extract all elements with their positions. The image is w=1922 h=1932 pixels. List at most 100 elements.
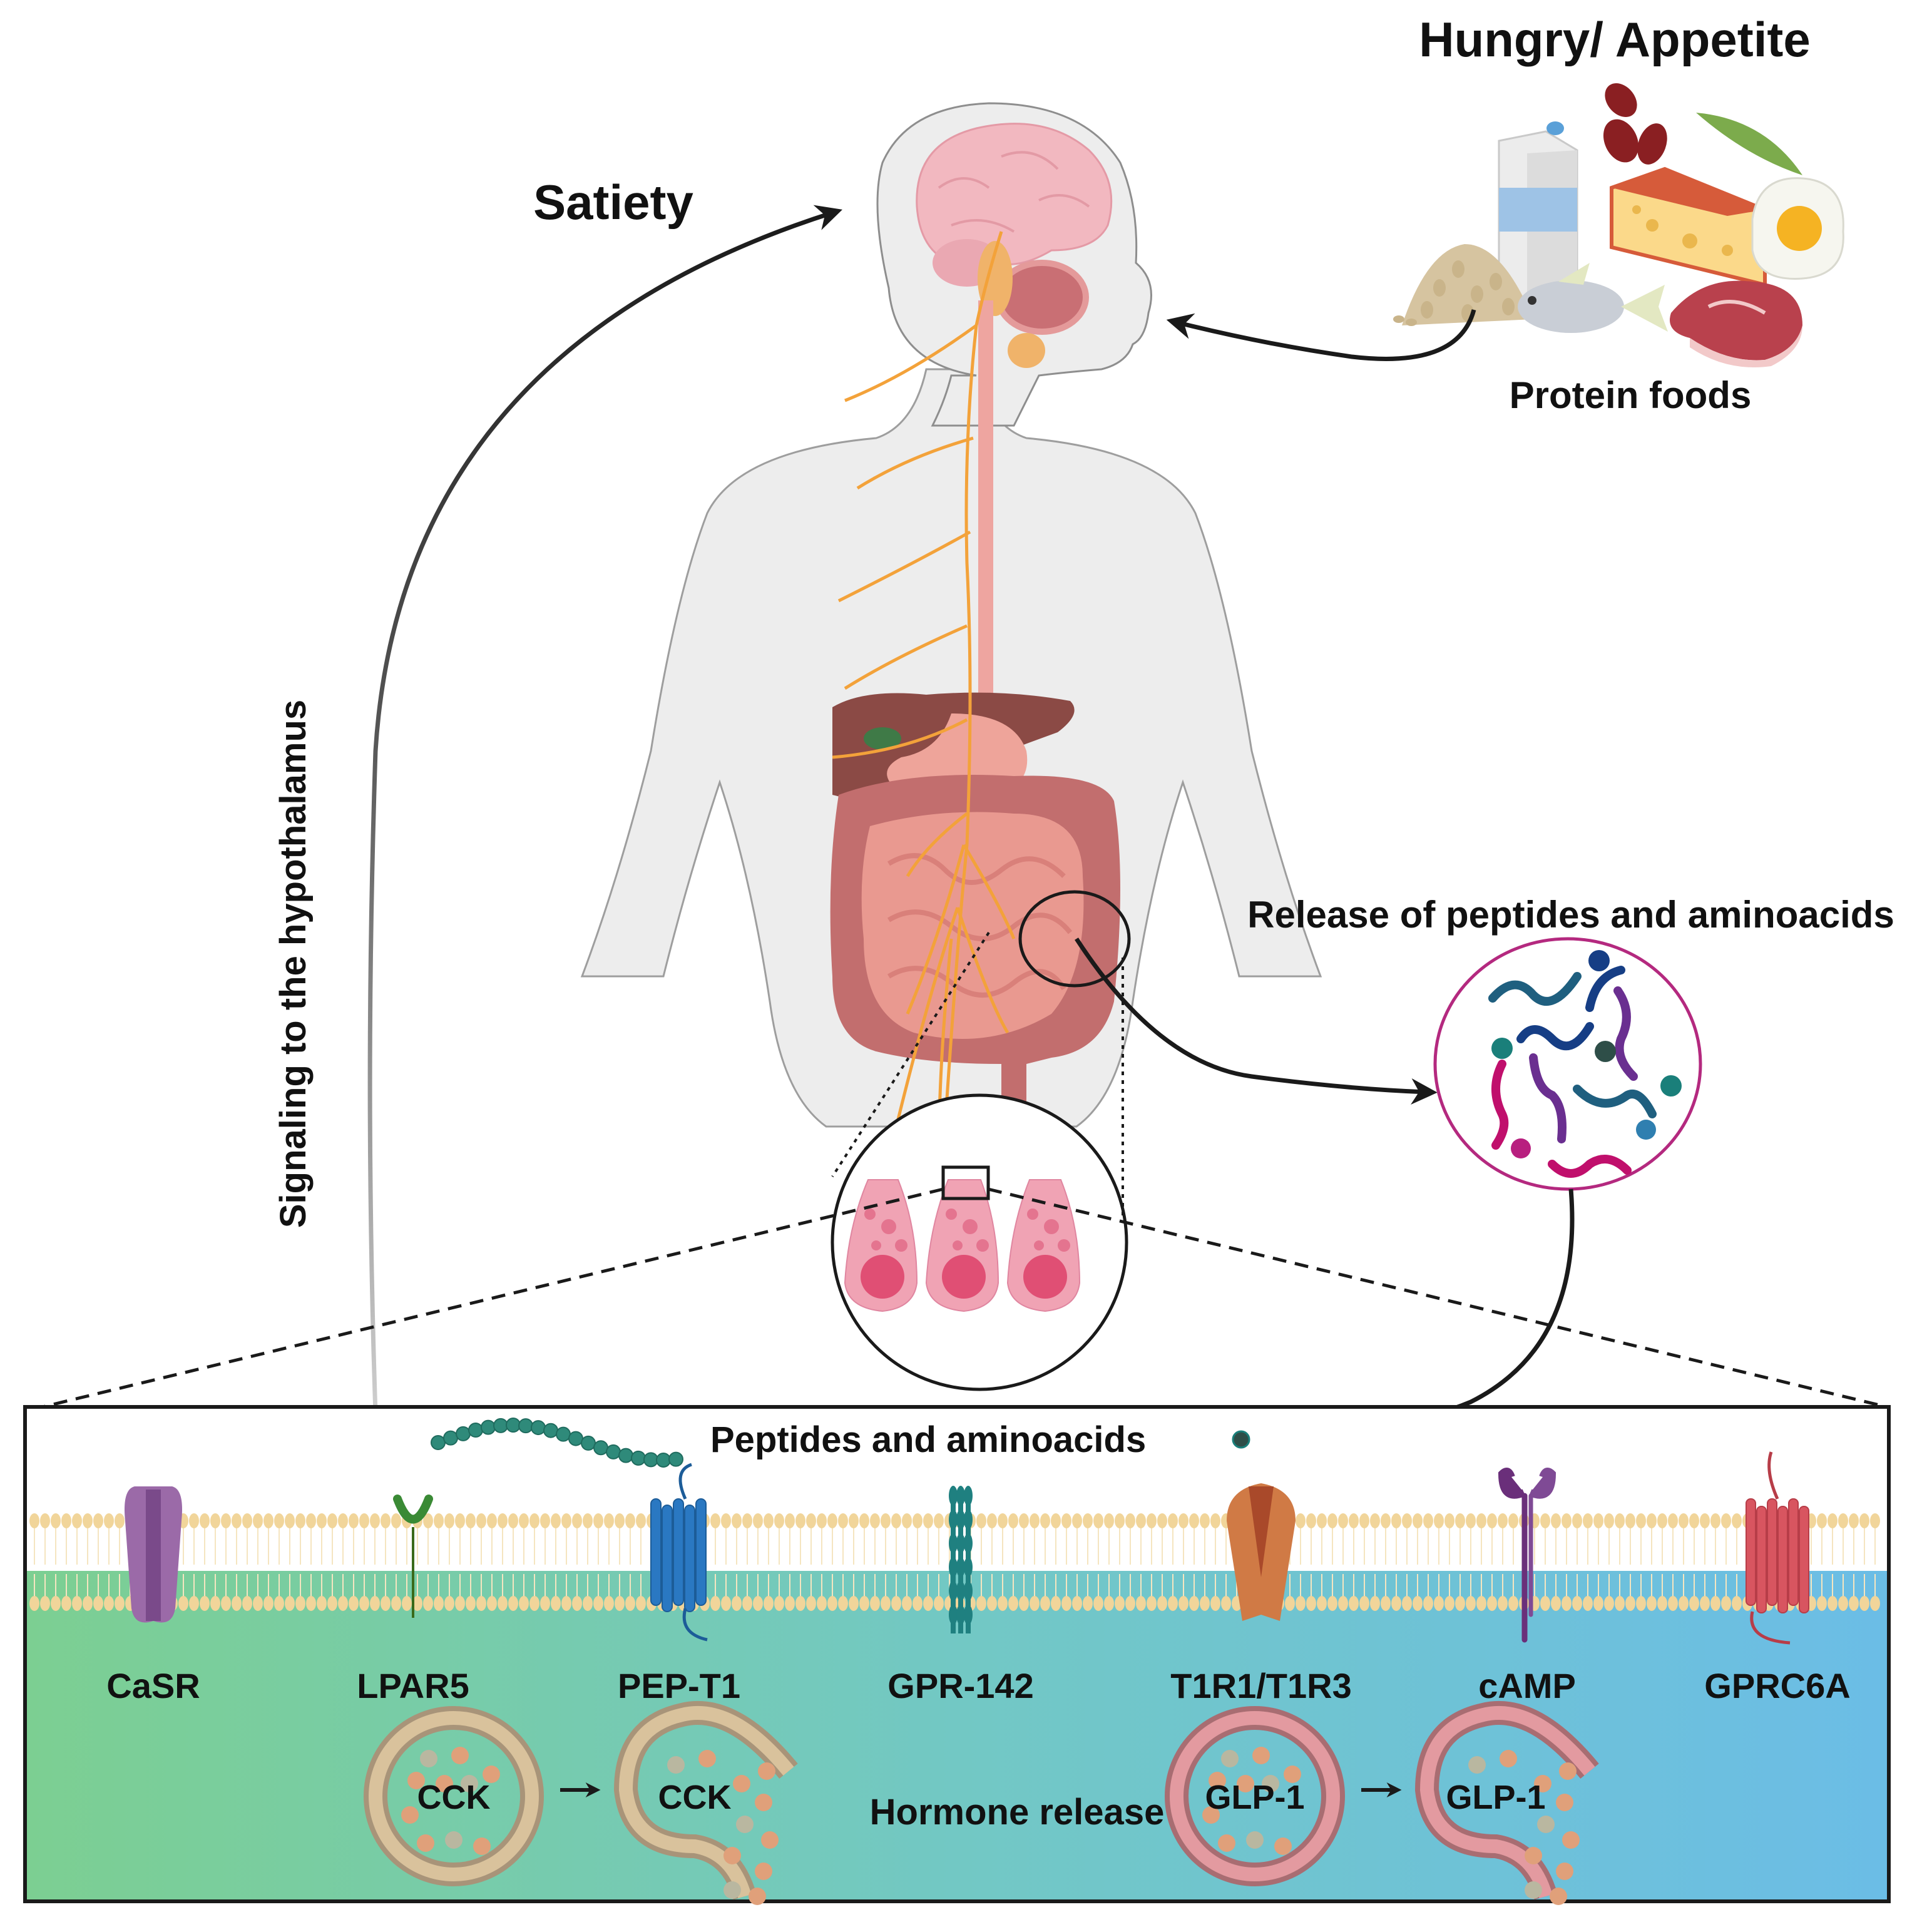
lipid-head [540,1596,550,1611]
lipid-head [1604,1513,1614,1528]
vesicle-glp-1-intact: GLP-1 [1165,1706,1345,1886]
amino-bead [631,1450,646,1466]
lipid-head [221,1513,231,1528]
lipid-head [551,1513,561,1528]
peptides-release-circle [1433,937,1702,1191]
steak-icon [1670,280,1802,367]
amino-bead [481,1419,496,1435]
lipid-head [1370,1596,1380,1611]
lipid-head [1476,1513,1486,1528]
hormone-granule [1500,1750,1517,1767]
lipid-head [1200,1513,1210,1528]
hormone-granule [1537,1816,1555,1833]
lipid-head [391,1513,401,1528]
lipid-head [306,1513,316,1528]
hormone-granule [1237,1775,1254,1792]
lipid-head [1370,1513,1380,1528]
lipid-head [1136,1596,1146,1611]
hormone-granule [1525,1881,1542,1899]
lipid-head [593,1596,603,1611]
lipid-head [1391,1596,1401,1611]
lipid-head [753,1596,763,1611]
lipid-head [1636,1596,1646,1611]
lipid-head [210,1513,220,1528]
lipid-head [1338,1596,1348,1611]
hormone-granule [698,1750,716,1767]
receptor-gprc6a-icon [1746,1451,1809,1645]
epithelial-cell [1006,1179,1081,1312]
lipid-head [1487,1513,1497,1528]
lipid-head [317,1513,327,1528]
lipid-head [487,1513,497,1528]
lipid-head [1444,1596,1454,1611]
lipid-head [1466,1513,1476,1528]
amino-bead [506,1418,521,1433]
amino-bead [593,1440,608,1456]
protein-foods-caption: Protein foods [1510,374,1752,416]
lipid-head [721,1596,731,1611]
lipid-head [370,1513,380,1528]
vesicle-label: GLP-1 [1446,1779,1545,1816]
lipid-head [593,1513,603,1528]
hormone-granule [758,1762,775,1780]
lipid-head [61,1513,71,1528]
lipid-head [1849,1513,1859,1528]
lipid-head [795,1596,805,1611]
lipid-head [1455,1513,1465,1528]
peptides-to-panel-arrow [1263,1188,1575,1449]
lipid-head [1115,1513,1125,1528]
receptor-label: LPAR5 [357,1666,469,1705]
hormone-release-label: Hormone release [870,1792,1165,1832]
receptor-label: T1R1/T1R3 [1170,1666,1351,1705]
lipid-head [1636,1513,1646,1528]
lipid-head [1540,1513,1550,1528]
lipid-head [838,1513,848,1528]
lipid-head [200,1513,210,1528]
lipid-head [1157,1513,1167,1528]
lipid-head [104,1513,114,1528]
hormone-granule [736,1816,754,1833]
lipid-head [1657,1513,1667,1528]
lipid-head [1221,1596,1231,1611]
lipid-head [1700,1513,1710,1528]
lipid-head [615,1596,625,1611]
lipid-head [327,1596,337,1611]
intestine-to-peptides-arrow [1075,938,1438,1105]
amino-bead [531,1420,546,1436]
lipid-head [1487,1596,1497,1611]
lipid-head [1562,1513,1572,1528]
lipid-head [1083,1596,1093,1611]
lipid-head [870,1513,880,1528]
lipid-head [402,1596,412,1611]
lipid-head [327,1513,337,1528]
lipid-head [466,1513,476,1528]
lipid-head [391,1596,401,1611]
lipid-head [498,1596,508,1611]
lipid-head [1083,1513,1093,1528]
lipid-head [1593,1596,1603,1611]
lipid-head [29,1513,39,1528]
amino-bead [456,1426,471,1441]
lipid-head [1306,1596,1316,1611]
peptides-aminoacids-label: Peptides and aminoacids [710,1419,1146,1460]
receptor-lpar5-icon [393,1495,433,1618]
signaling-label: Signaling to the hypothalamus [273,700,314,1228]
lipid-head [710,1513,720,1528]
lipid-head [1402,1513,1412,1528]
hormone-granule [1550,1888,1567,1905]
lipid-head [774,1513,784,1528]
receptor-camp-icon [1498,1468,1557,1643]
hormone-granule [483,1766,500,1783]
lipid-head [764,1513,774,1528]
lipid-head [1721,1513,1731,1528]
lipid-head [636,1513,646,1528]
lipid-head [189,1513,199,1528]
lipid-head [1210,1596,1220,1611]
lipid-head [1115,1596,1125,1611]
lipid-head [1849,1596,1859,1611]
hormone-granule [436,1775,453,1792]
vesicle-cck-intact: CCK [364,1706,544,1886]
lipid-head [1689,1596,1699,1611]
lipid-head [1349,1513,1359,1528]
